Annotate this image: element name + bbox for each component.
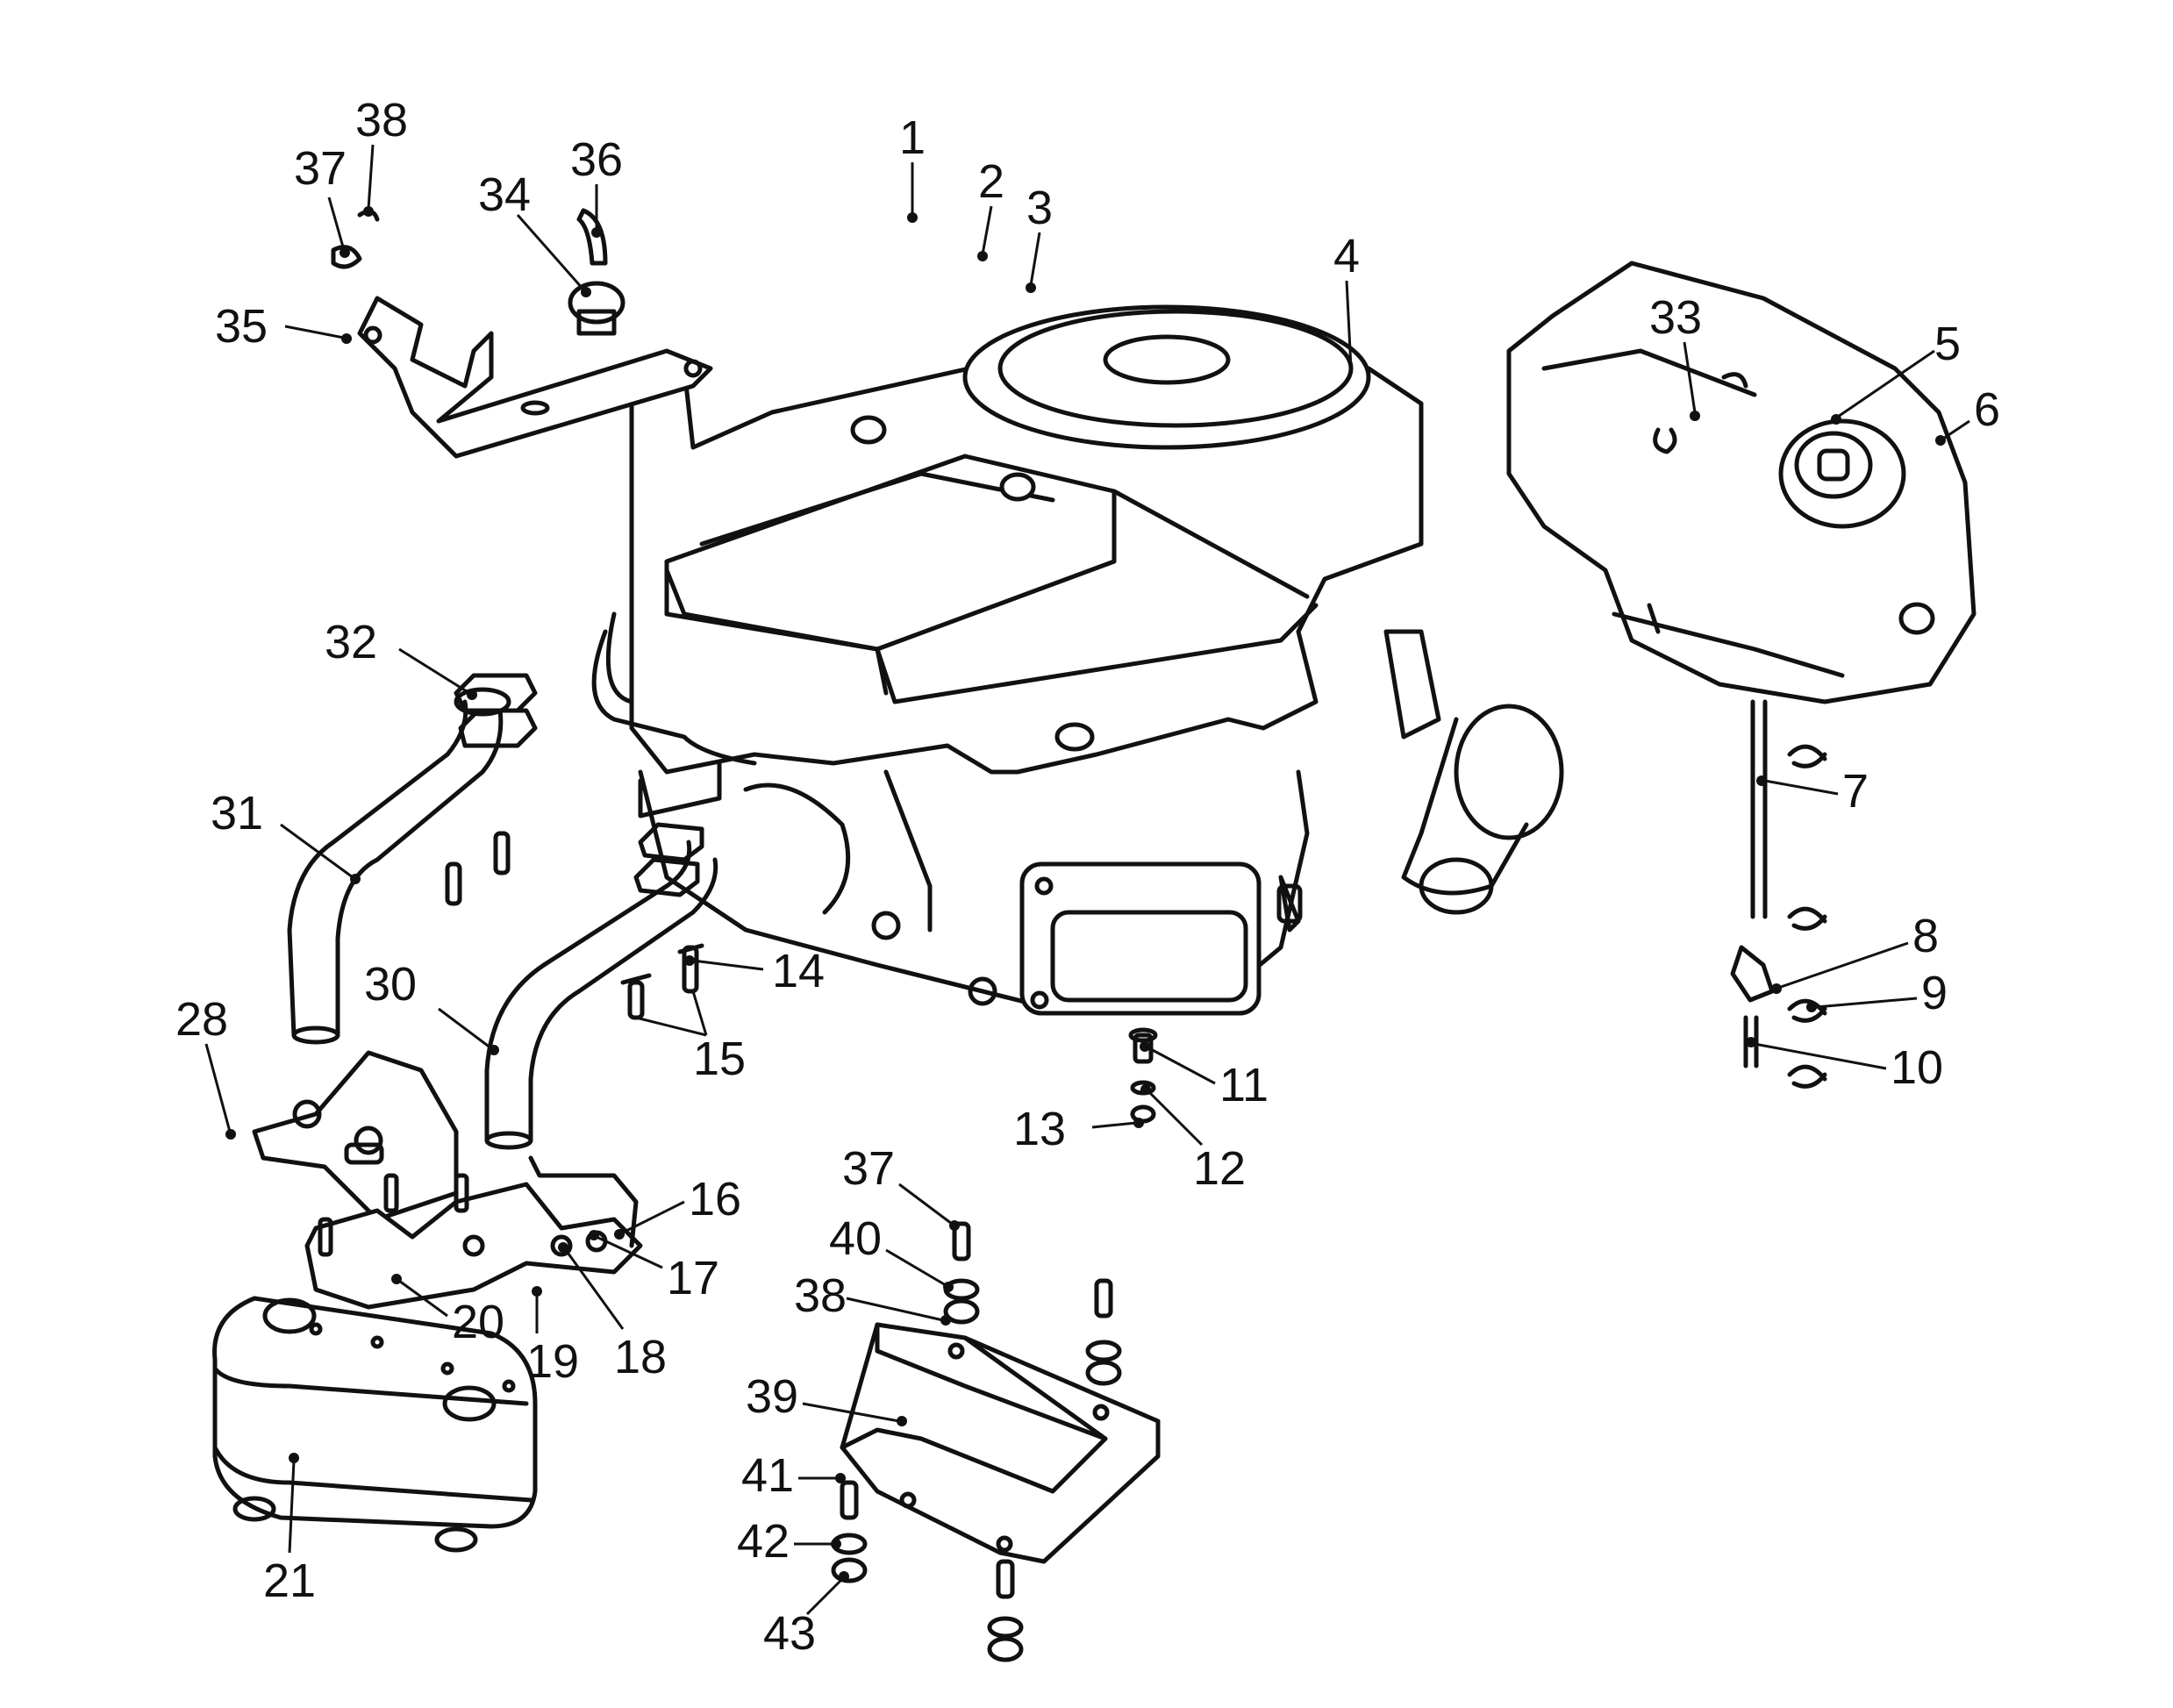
fuel-tank xyxy=(1506,261,1976,704)
callout-31: 31 xyxy=(211,787,263,840)
callout-42: 42 xyxy=(737,1515,790,1568)
callout-40: 40 xyxy=(829,1212,882,1265)
callout-8: 8 xyxy=(1912,910,1939,962)
callout-16: 16 xyxy=(689,1173,741,1226)
muffler-and-brackets xyxy=(212,1050,643,1553)
callout-33: 33 xyxy=(1649,291,1702,344)
callout-17: 17 xyxy=(667,1252,719,1304)
callout-38-top: 38 xyxy=(355,94,408,147)
callout-14: 14 xyxy=(772,945,825,997)
callout-21: 21 xyxy=(263,1554,316,1607)
callout-10: 10 xyxy=(1891,1041,1943,1094)
callout-7: 7 xyxy=(1842,765,1869,818)
callout-38-bottom: 38 xyxy=(794,1269,847,1322)
exhaust-pipes xyxy=(287,673,718,1150)
callout-43: 43 xyxy=(763,1607,816,1660)
skid-plate-parts xyxy=(831,1221,1161,1662)
engine-assembly xyxy=(591,304,1564,1016)
callout-30: 30 xyxy=(364,958,417,1011)
callout-20: 20 xyxy=(452,1296,504,1348)
callout-13: 13 xyxy=(1013,1103,1066,1155)
callout-3: 3 xyxy=(1026,182,1053,234)
callout-35: 35 xyxy=(215,300,268,353)
callout-32: 32 xyxy=(325,616,377,668)
callouts: 1 2 3 4 5 6 7 8 9 10 11 12 13 xyxy=(175,94,2000,1660)
callout-15: 15 xyxy=(693,1033,746,1085)
callout-2: 2 xyxy=(978,155,1004,208)
fuel-line-parts xyxy=(1730,699,1827,1089)
callout-6: 6 xyxy=(1974,383,2000,436)
callout-19: 19 xyxy=(526,1335,579,1388)
callout-9: 9 xyxy=(1921,967,1948,1019)
callout-1: 1 xyxy=(899,111,926,164)
callout-39: 39 xyxy=(746,1370,798,1423)
callout-28: 28 xyxy=(175,993,228,1046)
callout-41: 41 xyxy=(741,1449,794,1502)
callout-12: 12 xyxy=(1193,1142,1246,1195)
callout-36: 36 xyxy=(570,133,623,186)
callout-5: 5 xyxy=(1934,318,1961,370)
callout-11: 11 xyxy=(1219,1059,1269,1111)
callout-18: 18 xyxy=(614,1331,667,1383)
callout-37-top: 37 xyxy=(294,142,347,195)
callout-34: 34 xyxy=(478,168,531,221)
callout-37-bottom: 37 xyxy=(842,1142,895,1195)
callout-4: 4 xyxy=(1333,230,1360,282)
